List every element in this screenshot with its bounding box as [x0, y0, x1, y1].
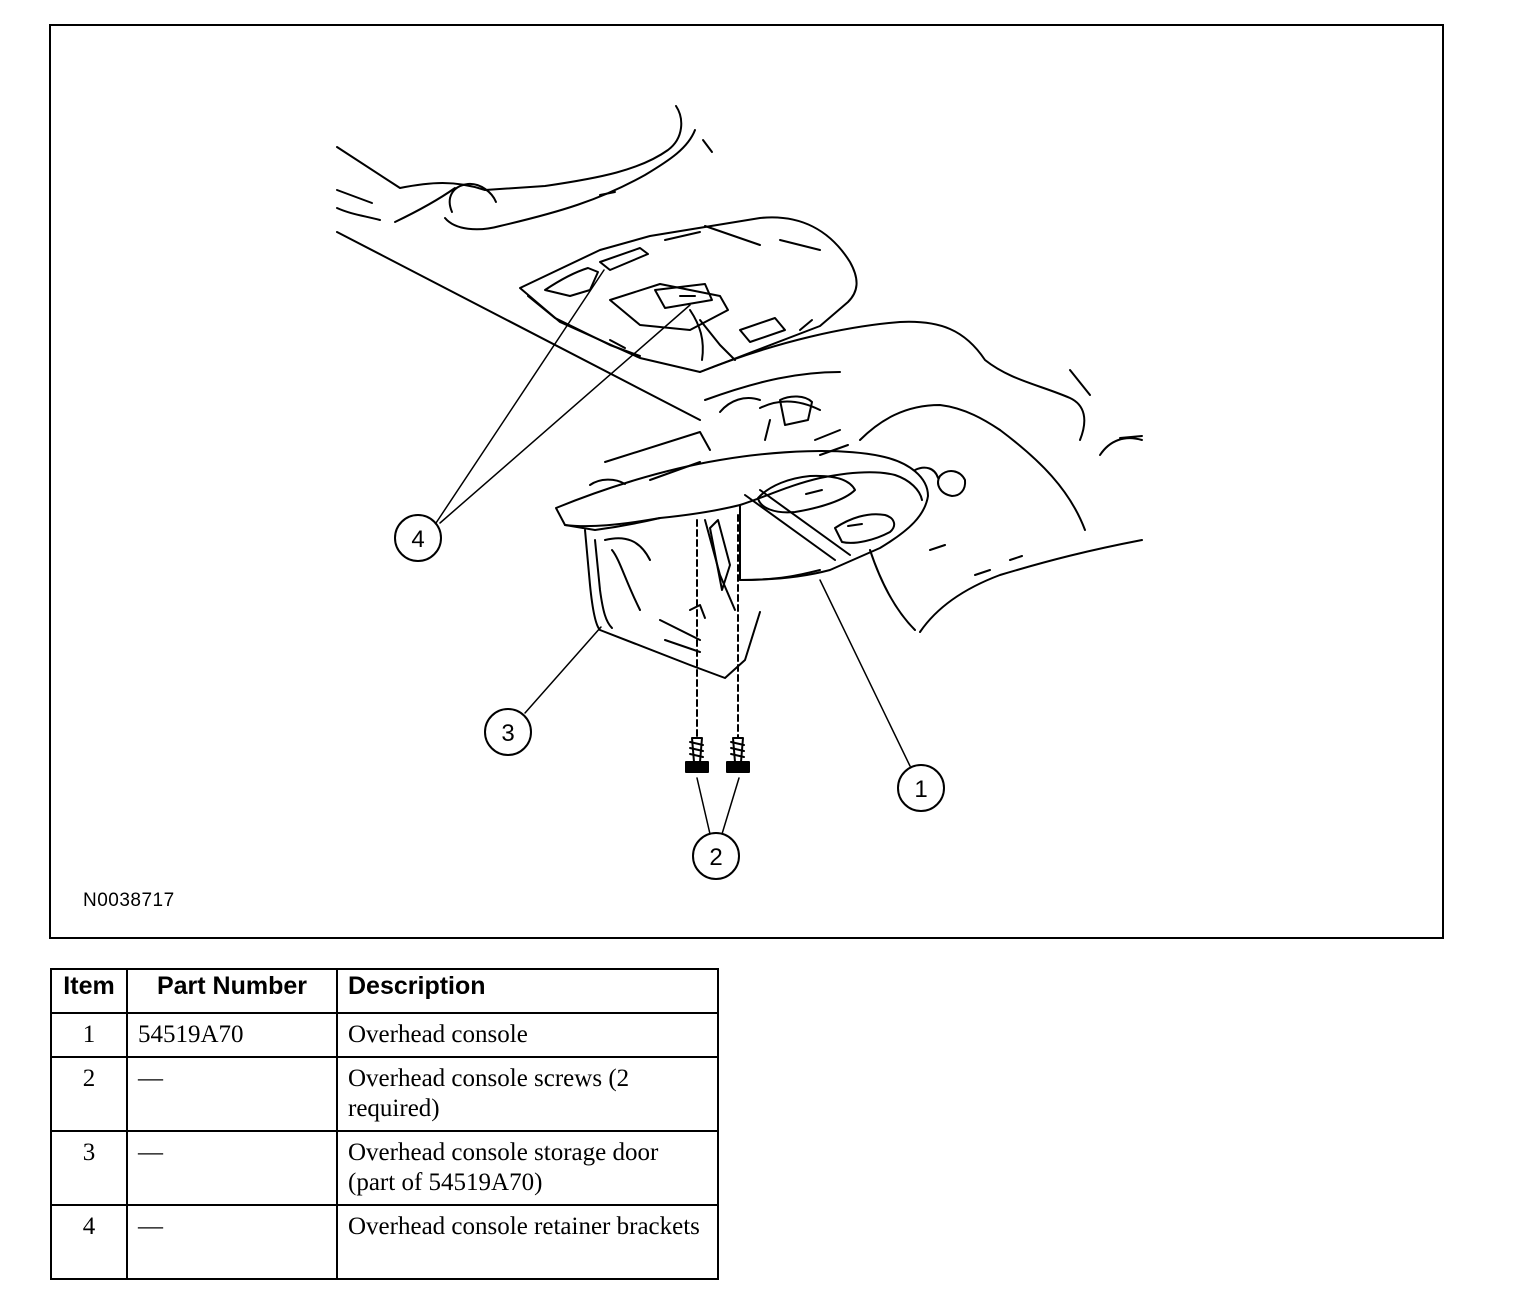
- retainer-bracket-plate: [519, 216, 858, 373]
- overhead-console: [555, 395, 939, 581]
- cell-part-number: —: [126, 1204, 338, 1280]
- overhead-console-illustration: [336, 105, 1143, 835]
- callout-3: 3: [484, 708, 532, 756]
- callout-1: 1: [897, 764, 945, 812]
- cell-item: 2: [50, 1056, 128, 1132]
- table-row: 3 — Overhead console storage door (part …: [50, 1130, 719, 1206]
- callout-layer: 1 2 3 4: [394, 514, 945, 880]
- cell-part-number: —: [126, 1056, 338, 1132]
- cell-part-number: —: [126, 1130, 338, 1206]
- callout-4-label: 4: [411, 526, 424, 553]
- cell-item: 4: [50, 1204, 128, 1280]
- table-row: 2 — Overhead console screws (2 required): [50, 1056, 719, 1132]
- figure-id: N0038717: [83, 890, 175, 911]
- header-description: Description: [336, 968, 719, 1014]
- callout-2-label: 2: [709, 844, 722, 871]
- header-part-number: Part Number: [126, 968, 338, 1014]
- console-screws: [685, 514, 750, 773]
- header-item: Item: [50, 968, 128, 1014]
- cell-description: Overhead console: [336, 1012, 719, 1058]
- table-header-row: Item Part Number Description: [50, 968, 719, 1014]
- headliner-upper: [336, 105, 713, 421]
- parts-table: Item Part Number Description 1 54519A70 …: [50, 968, 719, 1280]
- diagram-frame: [49, 24, 1444, 939]
- callout-3-label: 3: [501, 720, 514, 747]
- callout-1-label: 1: [914, 776, 927, 803]
- cell-part-number: 54519A70: [126, 1012, 338, 1058]
- cell-description: Overhead console storage door (part of 5…: [336, 1130, 719, 1206]
- cell-item: 1: [50, 1012, 128, 1058]
- table-row: 4 — Overhead console retainer brackets: [50, 1204, 719, 1280]
- callout-4: 4: [394, 514, 442, 562]
- callout-2: 2: [692, 832, 740, 880]
- storage-door: [584, 519, 761, 679]
- headliner-lower: [699, 320, 1143, 633]
- cell-description: Overhead console screws (2 required): [336, 1056, 719, 1132]
- table-row: 1 54519A70 Overhead console: [50, 1012, 719, 1058]
- cell-item: 3: [50, 1130, 128, 1206]
- leader-lines: [435, 269, 911, 835]
- cell-description: Overhead console retainer brackets: [336, 1204, 719, 1280]
